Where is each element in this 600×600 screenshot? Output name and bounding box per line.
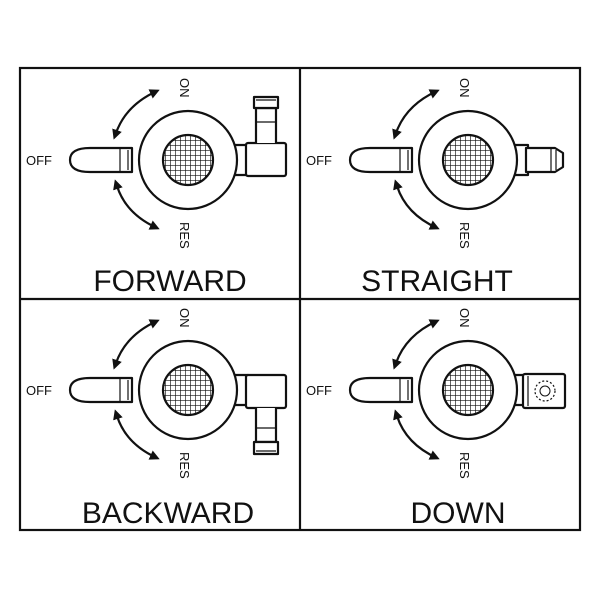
panel-straight: OFF ON RES STRAIGHT xyxy=(306,78,565,298)
fitting-elbow-down-icon xyxy=(244,373,288,456)
on-label: ON xyxy=(457,78,472,98)
res-label: RES xyxy=(457,222,472,249)
filter-screen-icon xyxy=(441,363,495,417)
off-label: OFF xyxy=(26,153,52,168)
res-label: RES xyxy=(177,222,192,249)
fitting-down-icon xyxy=(521,372,567,410)
off-label: OFF xyxy=(26,383,52,398)
panel-forward: OFF ON RES FORWARD xyxy=(26,78,288,298)
res-label: RES xyxy=(177,452,192,479)
panel-backward: OFF ON RES BACKWARD xyxy=(26,308,288,530)
panel-title: STRAIGHT xyxy=(361,265,513,298)
res-label: RES xyxy=(457,452,472,479)
rotate-res-arrow xyxy=(113,179,160,230)
on-label: ON xyxy=(457,308,472,328)
fitting-elbow-up-icon xyxy=(244,95,288,178)
panel-title: FORWARD xyxy=(93,265,246,298)
filter-screen-icon xyxy=(161,363,215,417)
rotate-on-arrow xyxy=(112,89,160,140)
fitting-straight-icon xyxy=(524,146,565,174)
on-label: ON xyxy=(177,308,192,328)
panel-down: OFF ON RES DOWN xyxy=(306,308,567,530)
on-label: ON xyxy=(177,78,192,98)
filter-screen-icon xyxy=(441,133,495,187)
off-label: OFF xyxy=(306,383,332,398)
panel-title: BACKWARD xyxy=(82,497,254,530)
panel-title: DOWN xyxy=(411,497,506,530)
filter-screen-icon xyxy=(161,133,215,187)
valve-lever xyxy=(68,146,134,174)
off-label: OFF xyxy=(306,153,332,168)
